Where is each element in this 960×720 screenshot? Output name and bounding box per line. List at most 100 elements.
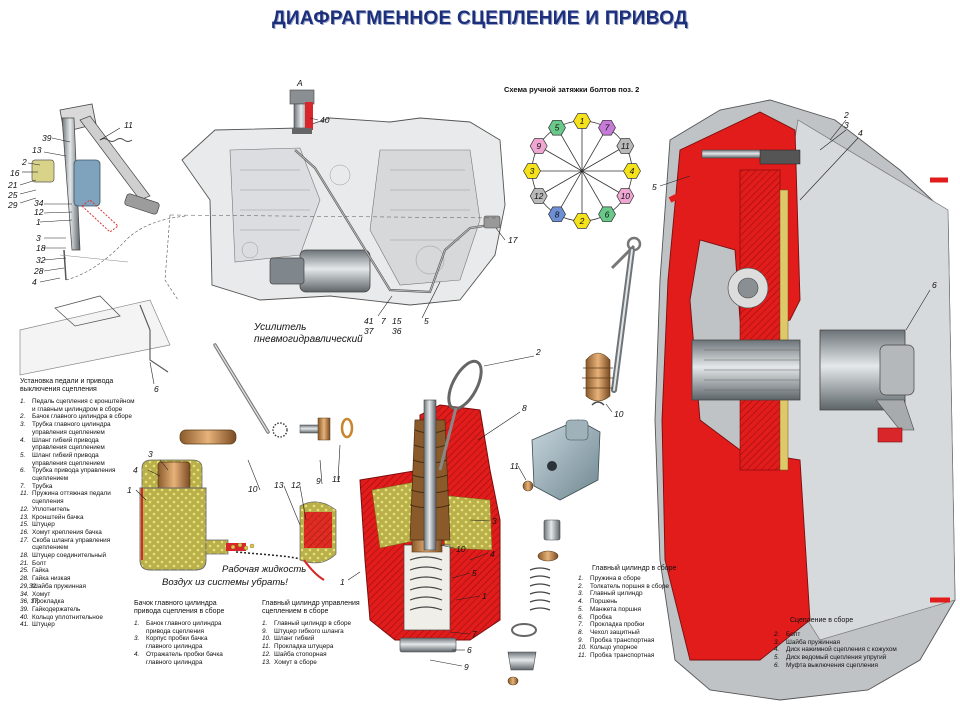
bolt-number: 12 [534, 191, 544, 201]
pedal-assembly [31, 103, 187, 281]
caption-item-number: 16. [20, 528, 29, 536]
reservoir-caption-item: 3.Корпус пробки бачка [134, 635, 223, 643]
caption-item-number: 6. [578, 613, 584, 621]
cylinder-caption-item: 7.Прокладка пробки [578, 621, 669, 629]
cylinder-callout: 10 [456, 544, 466, 554]
reservoir-callout: 10 [248, 484, 258, 494]
pedal-caption-item: 36, 37.Прокладка [20, 598, 135, 606]
cylinder-caption-item: 9.Пробка транспортная [578, 637, 669, 645]
pedal-callout: 3 [36, 233, 41, 243]
caption-item-number: 12. [20, 505, 29, 513]
bolt-badge [529, 138, 548, 154]
caption-item-text: Пробка транспортная [590, 652, 655, 660]
cylinder-caption-item: 11.Пробка транспортная [578, 652, 669, 660]
cylinder-callout: 2 [535, 347, 541, 357]
reservoir-callout: 9 [316, 476, 321, 486]
bolt-badge [523, 163, 541, 179]
bolt-badge [529, 188, 548, 204]
pedal-callout: 39 [42, 133, 52, 143]
clutch-caption-item: 4.Диск нажимной сцепления с кожухом [774, 646, 897, 654]
caption-item-number: 25. [20, 567, 29, 575]
caption-item-text: Пробка [590, 613, 612, 621]
caption-item-text: управления сцеплением [32, 444, 105, 452]
pedal-callout: 11 [124, 120, 133, 130]
caption-item-text: Бачок главного цилиндра [146, 620, 222, 627]
bolt-badge [616, 138, 635, 154]
caption-item-text: Трубка [32, 482, 53, 490]
caption-item-text: Кольцо упорное [590, 644, 638, 652]
reservoir-caption-title: Бачок главного цилиндра привода сцеплени… [134, 600, 225, 616]
caption-item-number: 12. [262, 650, 271, 658]
caption-item-text: сцепления [32, 498, 64, 506]
pedal-caption-item: 41.Штуцер [20, 621, 135, 629]
caption-item-text: Муфта выключения сцепления [786, 661, 878, 669]
caption-item-text: Прокладка штуцера [274, 643, 334, 651]
cylinder-callout: 8 [522, 403, 527, 413]
pedal-frame-sketch [19, 295, 171, 376]
cylinder-caption-item: 10.Кольцо упорное [578, 644, 669, 652]
page-title: ДИАФРАГМЕННОЕ СЦЕПЛЕНИЕ И ПРИВОД [272, 8, 688, 29]
caption-item-text: сцеплением [32, 544, 69, 552]
pedal-callout: 32 [36, 255, 46, 265]
caption-item-text: Бачок главного цилиндра в сборе [32, 413, 132, 421]
caption-item-text: сцеплением [32, 475, 69, 483]
caption-item-text: Шайба пружинная [786, 638, 840, 646]
caption-item-number: 9. [262, 627, 268, 635]
caption-item-text: управления сцеплением [32, 428, 105, 436]
gearbox-callout: 40 [320, 115, 330, 125]
caption-item-text: привода сцепления [146, 627, 205, 635]
caption-item-number: 17. [20, 536, 29, 544]
caption-item-number: 3. [20, 421, 26, 429]
caption-item-number: 11. [578, 652, 587, 660]
gearbox-callout: 37 [364, 326, 374, 336]
caption-item-text: Хомут [32, 590, 51, 598]
caption-item-number: 5. [20, 451, 26, 459]
pedal-caption-item: 2. Бачок главного цилиндра в сборе [20, 413, 135, 421]
master-caption-item: 9.Штуцер гибкого шланга [262, 628, 351, 636]
caption-item-number: 2. [20, 413, 26, 421]
cylinder-caption-item: 2.Толкатель поршня в сборе [578, 583, 669, 591]
gearbox-callout: 17 [508, 235, 518, 245]
gearbox-housing [164, 117, 506, 306]
caption-item-number: 18. [20, 552, 29, 560]
caption-item-text: Трубка главного цилиндра [32, 421, 111, 429]
pedal-caption-item: 15.Штуцер [20, 521, 135, 529]
caption-item-text: Шайба пружинная [32, 582, 86, 590]
cylinder-callout: 7 [472, 629, 477, 639]
reservoir-caption-item: привода сцепления [134, 628, 223, 636]
bolt-badge [598, 206, 616, 223]
gearbox-callout: 5 [424, 316, 429, 326]
pedal-caption-item: 29,32.Шайба пружинная [20, 583, 135, 591]
pedal-caption-item: 25.Гайка [20, 567, 135, 575]
caption-item-number: 1. [578, 575, 584, 582]
caption-item-number: 9. [578, 636, 584, 644]
cylinder-caption-item: 4.Поршень [578, 598, 669, 606]
reservoir-callout: 3 [148, 449, 153, 459]
caption-item-number: 1. [262, 620, 268, 627]
reservoir-caption-item: 1.Бачок главного цилиндра [134, 620, 223, 628]
clutch-caption-item: 5.Диск ведомый сцепления упругий [774, 654, 897, 662]
caption-item-text: Диск ведомый сцепления упругий [786, 654, 887, 662]
caption-item-text: главного цилиндра [146, 658, 203, 666]
cylinder-caption-item: 8.Чехол защитный [578, 629, 669, 637]
pedal-caption-item: 13.Кронштейн бачка [20, 514, 135, 522]
pedal-caption-item: сцепления [20, 498, 135, 506]
caption-item-number: 29,32. [20, 582, 38, 590]
exploded-parts [507, 236, 642, 686]
clutch-callout: 3 [844, 120, 849, 130]
pedal-caption-item: 4.Шланг гибкий привода [20, 437, 135, 445]
caption-item-number: 34. [20, 590, 29, 598]
cylinder-caption-item: 6. Пробка [578, 614, 669, 622]
caption-item-text: Штуцер соединительный [32, 552, 107, 560]
cylinder-caption-item: 3.Главный цилиндр [578, 590, 669, 598]
gearbox-callout: 41 [364, 316, 374, 326]
caption-item-number: 36, 37. [20, 598, 40, 606]
pedal-caption-item: управления сцеплением [20, 429, 135, 437]
cylinder-callout: 9 [464, 662, 469, 672]
cylinder-callout: 1 [340, 577, 345, 587]
pedal-caption-item: управления сцеплением [20, 460, 135, 468]
reservoir-callout: 4 [133, 465, 138, 475]
